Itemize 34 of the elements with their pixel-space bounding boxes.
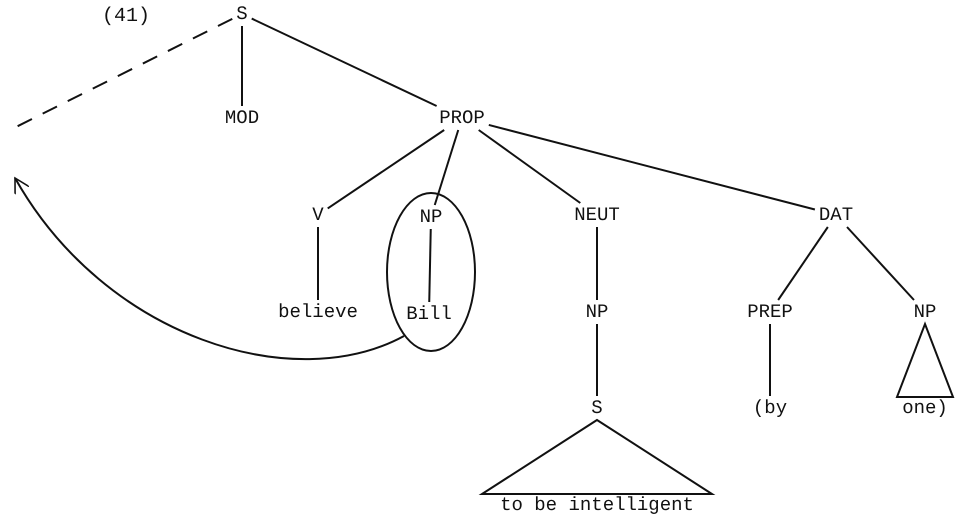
tree-node-label: (by [750, 397, 790, 419]
example-number: (41) [102, 6, 150, 28]
tree-node-label: S [234, 3, 250, 25]
tree-node-label: to be intelligent [498, 494, 696, 516]
tree-branch [241, 26, 243, 106]
abbreviation-triangle [478, 418, 716, 495]
tree-node-label: DAT [816, 204, 856, 226]
tree-node-label: V [310, 204, 326, 226]
tree-branch [596, 324, 598, 396]
tree-branch [251, 18, 438, 107]
tree-branch [327, 129, 445, 210]
tree-node-label: PREP [745, 301, 795, 323]
tree-node-label: NP [912, 301, 938, 323]
tree-node-label: NP [584, 301, 610, 323]
tree-branch [428, 228, 432, 302]
tree-branch [478, 129, 581, 204]
tree-node-label: S [589, 397, 605, 419]
tree-branch [317, 227, 319, 300]
tree-node-label: Bill [404, 303, 454, 325]
tree-branch [596, 227, 598, 300]
tree-branch [769, 324, 771, 396]
tree-node-label: PROP [437, 107, 487, 129]
tree-node-label: believe [276, 301, 360, 323]
tree-branch [488, 124, 816, 210]
abbreviation-triangle [896, 321, 954, 398]
oval-outline [386, 192, 476, 352]
tree-node-label: NEUT [572, 204, 622, 226]
tree-branch [434, 130, 460, 206]
tree-branch [777, 226, 829, 301]
tree-node-label: NP [418, 206, 444, 228]
tree-node-label: one) [900, 397, 950, 419]
tree-node-label: MOD [222, 107, 262, 129]
tree-branch [846, 226, 915, 301]
movement-arrow [14, 177, 404, 360]
